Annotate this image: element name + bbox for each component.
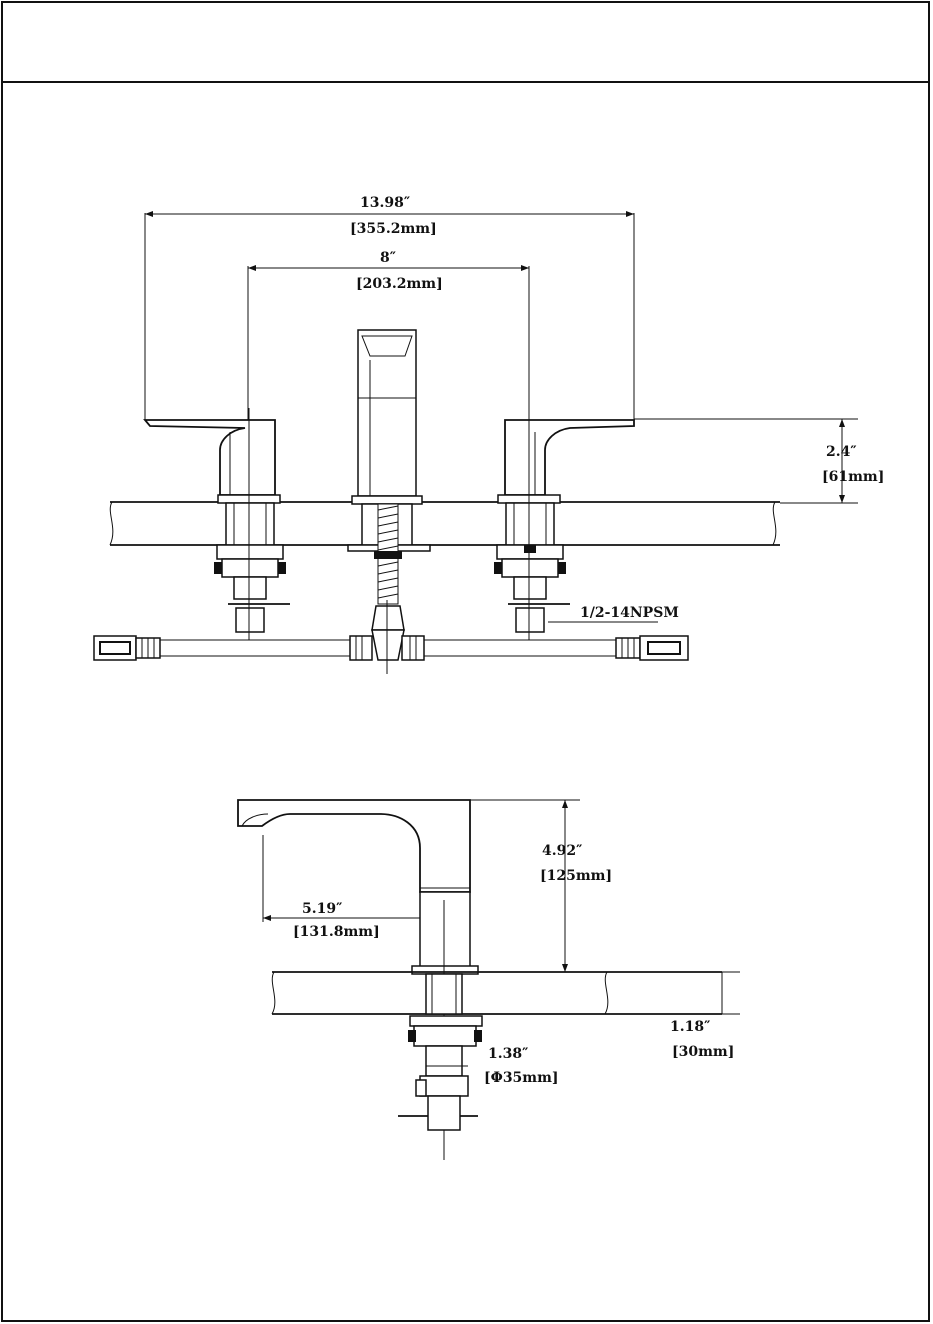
side-mounting-hardware [398,974,482,1130]
spout-reach-mm: [131.8mm] [293,924,380,940]
spout-height-mm: [125mm] [540,868,612,884]
left-handle [145,408,290,640]
deck-thickness-inch: 1.18″ [670,1019,710,1035]
spout-height-dimension: 4.92″ [125mm] [470,800,612,972]
center-spread-inch: 8″ [380,250,396,266]
spout-reach-inch: 5.19″ [302,901,342,917]
handle-height-mm: [61mm] [822,469,884,485]
handle-height-inch: 2.4″ [826,444,857,460]
handle-height-dimension: 2.4″ [61mm] [634,419,884,503]
spout-reach-dimension: 5.19″ [131.8mm] [263,835,444,940]
deck-thickness-mm: [30mm] [672,1044,734,1060]
connection-label: 1/2-14NPSM [580,605,679,621]
center-spread-mm: [203.2mm] [356,276,443,292]
overall-width-inch: 13.98″ [360,195,410,211]
spout-height-inch: 4.92″ [542,843,582,859]
overall-width-mm: [355.2mm] [350,221,437,237]
deck-thickness-dimension: 1.18″ [30mm] [670,972,740,1060]
countertop-deck [110,502,780,545]
front-view: 13.98″ [355.2mm] 8″ [203.2mm] 2.4″ [61mm… [94,195,884,674]
hole-diameter-mm: [Φ35mm] [484,1070,559,1086]
hole-diameter-inch: 1.38″ [488,1046,528,1062]
side-view: 4.92″ [125mm] 5.19″ [131.8mm] [238,800,740,1160]
side-countertop-deck [272,972,722,1014]
center-spout [348,330,430,674]
